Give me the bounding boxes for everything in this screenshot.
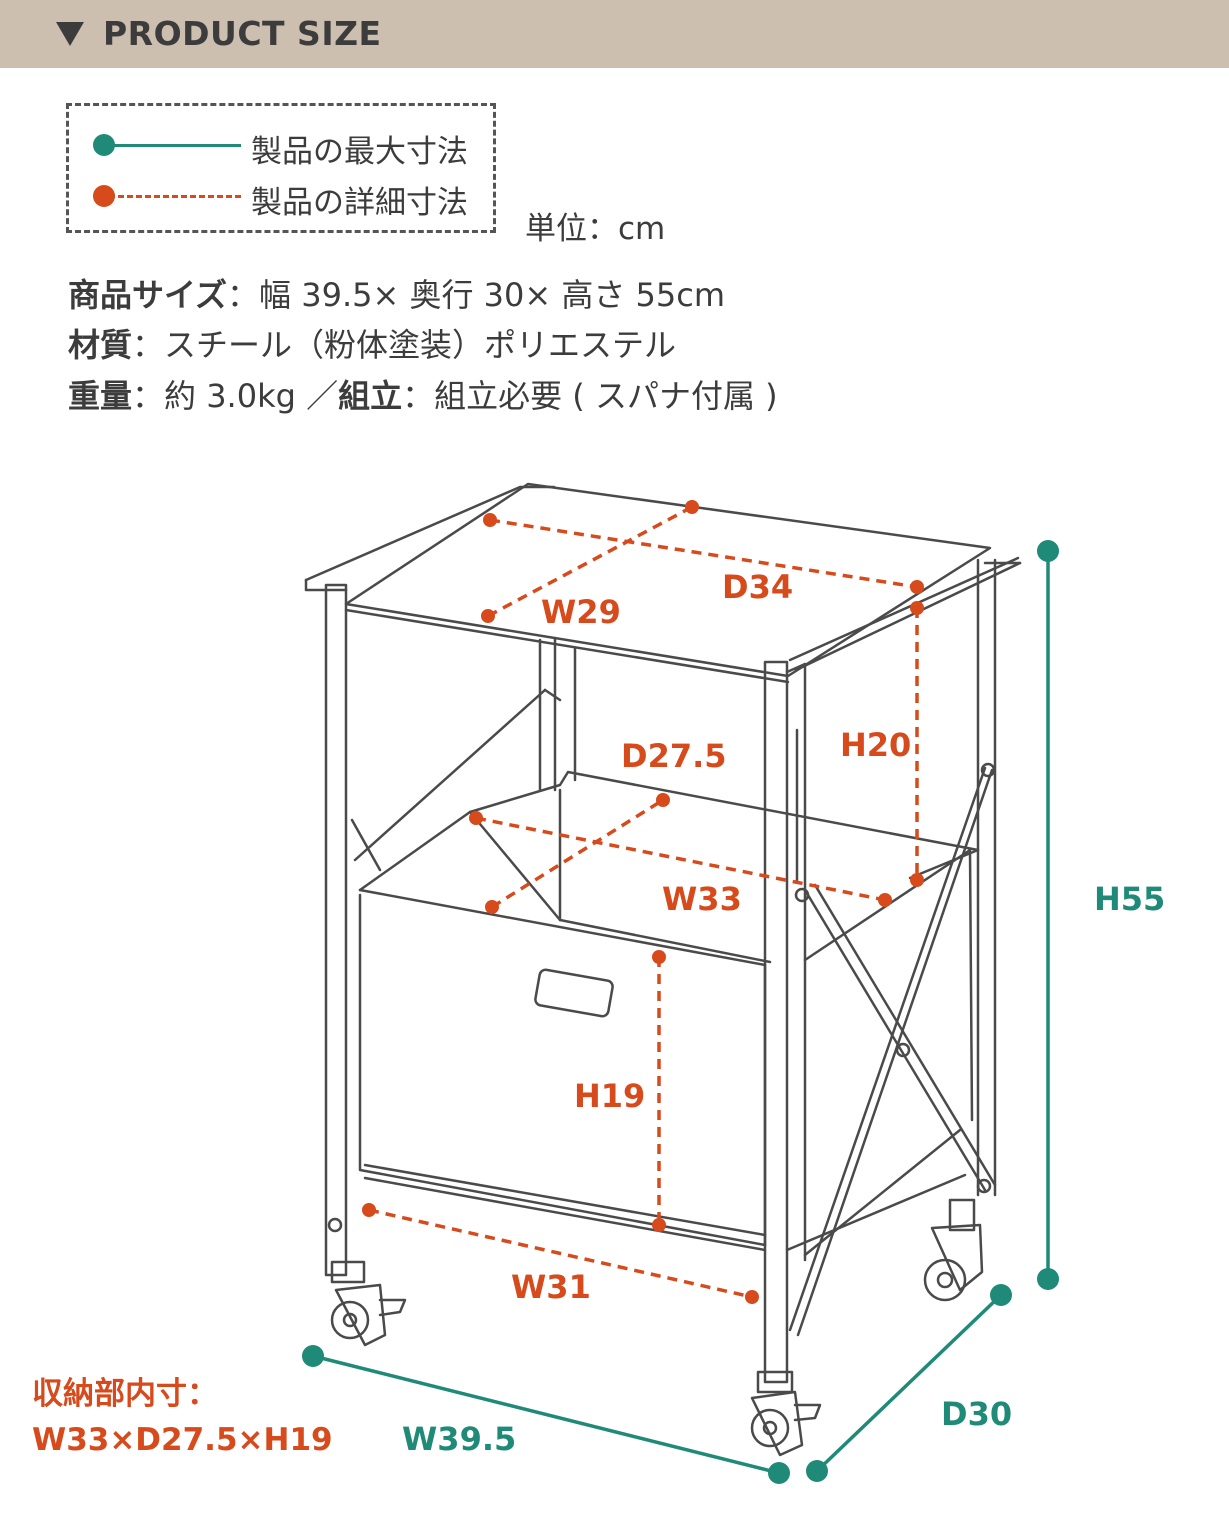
spec-material-label: 材質	[68, 326, 133, 364]
basket-handle	[534, 968, 614, 1018]
cart-illustration	[304, 482, 1022, 1457]
dim-w31: W31	[511, 1268, 591, 1306]
caster-front-right	[750, 1370, 822, 1457]
spec-weight-label: 重量	[68, 377, 133, 415]
spec-material: 材質：スチール（粉体塗装）ポリエステル	[68, 320, 676, 366]
dim-w33: W33	[662, 880, 742, 918]
front-right-post	[763, 660, 789, 1384]
dim-w29: W29	[541, 593, 621, 631]
storage-inner-label: 収納部内寸：	[32, 1376, 218, 1412]
unit-label: 単位：cm	[525, 211, 666, 247]
spec-assembly-label: 組立	[338, 377, 403, 415]
top-shelf	[344, 482, 992, 678]
spec-size-value: ：幅 39.5× 奥行 30× 高さ 55cm	[227, 276, 725, 314]
detail-dimensions	[368, 505, 919, 1299]
dim-w39-5: W39.5	[402, 1420, 516, 1458]
caster-back-right	[923, 1198, 984, 1302]
orange-dot-icon	[93, 185, 115, 207]
dim-h20: H20	[840, 726, 911, 764]
triangle-down-icon	[56, 22, 84, 46]
legend-max-label: 製品の最大寸法	[251, 134, 468, 170]
spec-size: 商品サイズ：幅 39.5× 奥行 30× 高さ 55cm	[68, 270, 725, 316]
max-endpoints	[302, 540, 1059, 1484]
dim-h55: H55	[1094, 880, 1165, 918]
spec-material-value: ：スチール（粉体塗装）ポリエステル	[132, 326, 677, 364]
dashed-line-icon	[109, 195, 241, 198]
basket-top	[358, 770, 980, 892]
section-header: PRODUCT SIZE	[0, 0, 1229, 68]
caster-front-left	[330, 1260, 407, 1347]
dimension-legend: 製品の最大寸法 製品の詳細寸法	[66, 103, 496, 233]
legend-item-max: 製品の最大寸法	[69, 126, 499, 170]
spec-size-label: 商品サイズ	[68, 276, 228, 314]
legend-item-detail: 製品の詳細寸法	[69, 177, 499, 221]
dim-h19: H19	[574, 1077, 645, 1115]
dim-d34: D34	[722, 568, 793, 606]
storage-inner-value: W33×D27.5×H19	[32, 1422, 333, 1458]
caster-back-left	[327, 1217, 343, 1233]
legend-detail-label: 製品の詳細寸法	[251, 185, 468, 221]
dim-d30: D30	[941, 1395, 1012, 1433]
max-dimensions	[312, 551, 1050, 1475]
section-title: PRODUCT SIZE	[103, 14, 382, 53]
teal-dot-icon	[93, 134, 115, 156]
detail-endpoints	[362, 500, 924, 1304]
solid-line-icon	[109, 144, 241, 147]
spec-weight-value: ：約 3.0kg ／	[132, 377, 339, 415]
spec-weight-assembly: 重量：約 3.0kg ／組立：組立必要 ( スパナ付属 )	[68, 371, 778, 417]
front-left-post	[324, 583, 348, 1277]
dim-d27-5: D27.5	[621, 737, 727, 775]
spec-assembly-value: ：組立必要 ( スパナ付属 )	[402, 377, 778, 415]
